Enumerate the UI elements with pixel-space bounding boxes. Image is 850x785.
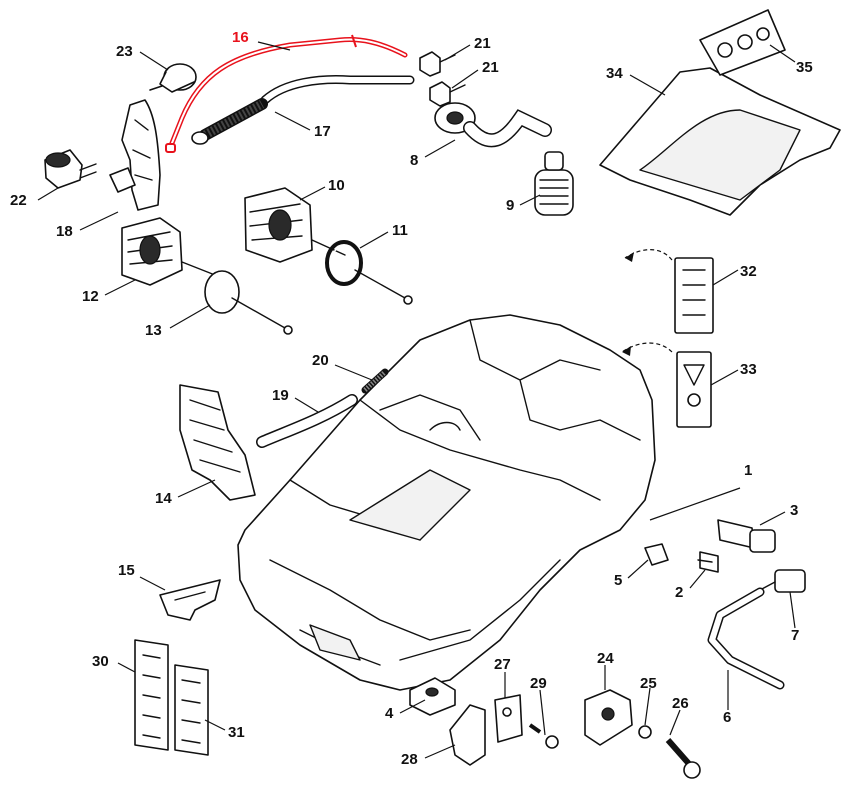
callout-4[interactable]: 4 (385, 705, 394, 722)
part-13-ring[interactable] (204, 270, 293, 335)
part-2-screw[interactable] (697, 551, 719, 573)
callout-10[interactable]: 10 (328, 177, 345, 194)
part-34-cover[interactable] (599, 67, 841, 216)
part-1-housing[interactable] (237, 314, 656, 691)
callout-23[interactable]: 23 (116, 43, 133, 60)
part-5-nut[interactable] (644, 543, 669, 566)
callout-29[interactable]: 29 (530, 675, 547, 692)
callout-25[interactable]: 25 (640, 675, 657, 692)
callout-32[interactable]: 32 (740, 263, 757, 280)
part-9-fuel-filter[interactable] (534, 151, 574, 216)
part-8-hose[interactable] (434, 102, 552, 148)
part-27-bracket[interactable] (494, 694, 523, 743)
callout-28[interactable]: 28 (401, 751, 418, 768)
part-3-bolt[interactable] (717, 519, 776, 553)
arrow-33-head (622, 346, 631, 356)
callout-21-bottom[interactable]: 21 (482, 59, 499, 76)
part-21-fitting-top[interactable] (419, 51, 456, 77)
callout-12[interactable]: 12 (82, 288, 99, 305)
part-16-fuel-hose[interactable] (165, 34, 408, 153)
part-31-pad[interactable] (174, 664, 209, 756)
part-26-screw[interactable] (665, 738, 701, 779)
callout-20[interactable]: 20 (312, 352, 329, 369)
part-25-washer[interactable] (638, 725, 652, 739)
part-18-bracket[interactable] (109, 99, 161, 211)
arrow-32-head (625, 252, 634, 262)
callout-14[interactable]: 14 (155, 490, 172, 507)
callout-2[interactable]: 2 (675, 584, 683, 601)
part-14-plate[interactable] (179, 384, 256, 501)
callout-3[interactable]: 3 (790, 502, 798, 519)
part-23-cap[interactable] (149, 63, 197, 93)
callout-21-top[interactable]: 21 (474, 35, 491, 52)
callout-5[interactable]: 5 (614, 572, 622, 589)
callout-1[interactable]: 1 (744, 462, 752, 479)
callout-30[interactable]: 30 (92, 653, 109, 670)
leader-lines (37, 41, 796, 759)
part-17-pickup-hose[interactable] (191, 75, 415, 145)
callout-labels: 1 2 3 4 5 6 7 8 9 10 11 12 13 14 15 16 1… (10, 29, 813, 768)
part-35-label[interactable] (699, 9, 786, 76)
callout-35[interactable]: 35 (796, 59, 813, 76)
callout-8[interactable]: 8 (410, 152, 418, 169)
part-15-clip[interactable] (159, 579, 221, 621)
callout-22[interactable]: 22 (10, 192, 27, 209)
part-33-label[interactable] (676, 351, 712, 428)
callout-24[interactable]: 24 (597, 650, 614, 667)
callout-19[interactable]: 19 (272, 387, 289, 404)
callout-16[interactable]: 16 (232, 29, 249, 46)
part-20-spring[interactable] (361, 368, 389, 394)
callout-27[interactable]: 27 (494, 656, 511, 673)
callout-7[interactable]: 7 (791, 627, 799, 644)
part-30-pad[interactable] (134, 639, 169, 751)
callout-9[interactable]: 9 (506, 197, 514, 214)
part-24-guide[interactable] (584, 689, 633, 746)
callout-13[interactable]: 13 (145, 322, 162, 339)
part-12-av-element[interactable] (121, 217, 216, 286)
callout-18[interactable]: 18 (56, 223, 73, 240)
callout-26[interactable]: 26 (672, 695, 689, 712)
part-7-fitting[interactable] (759, 569, 806, 593)
part-10-av-element[interactable] (244, 187, 346, 263)
part-22-connector[interactable] (44, 149, 97, 189)
callout-11[interactable]: 11 (392, 222, 408, 239)
callout-17[interactable]: 17 (314, 123, 331, 140)
callout-31[interactable]: 31 (228, 724, 245, 741)
part-4-grommet[interactable] (409, 677, 456, 716)
callout-6[interactable]: 6 (723, 709, 731, 726)
part-32-label[interactable] (674, 257, 714, 334)
part-21-fitting-bottom[interactable] (429, 81, 466, 107)
part-29-screw[interactable] (528, 723, 559, 749)
callout-34[interactable]: 34 (606, 65, 623, 82)
part-6-tube[interactable] (707, 587, 785, 690)
part-19-hose[interactable] (256, 394, 358, 448)
callout-33[interactable]: 33 (740, 361, 757, 378)
part-11-ring[interactable] (325, 240, 413, 305)
callout-15[interactable]: 15 (118, 562, 135, 579)
part-28-seal[interactable] (449, 704, 486, 766)
